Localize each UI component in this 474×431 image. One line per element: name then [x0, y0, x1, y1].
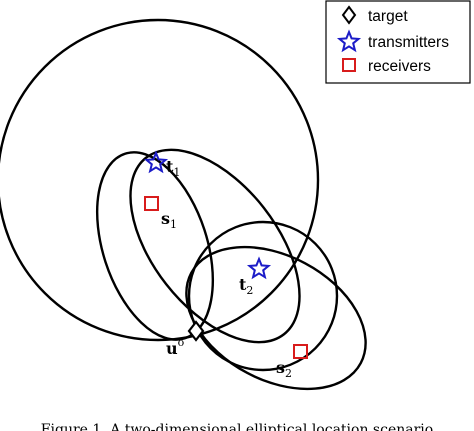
transmitter-t1-star-icon — [143, 150, 169, 174]
label-s2: s2 — [276, 358, 292, 380]
legend-label-receivers: receivers — [368, 58, 431, 75]
receiver-s1-square-icon — [144, 196, 159, 211]
label-t1: t1 — [166, 157, 180, 179]
legend: target transmitters receivers — [325, 0, 471, 84]
circle-small — [187, 220, 339, 372]
legend-label-target: target — [368, 8, 408, 25]
figure-caption: Figure 1. A two-dimensional elliptical l… — [41, 422, 433, 431]
ellipse-t1-s1 — [95, 151, 215, 341]
receiver-s2-square-icon — [293, 344, 308, 359]
label-t2: t2 — [239, 275, 253, 297]
location-ellipses — [0, 18, 367, 391]
target-diamond-icon — [187, 320, 205, 342]
transmitter-t2-star-icon — [246, 256, 272, 280]
ellipse-t2-s2 — [185, 245, 367, 391]
label-s1: s1 — [161, 209, 177, 231]
legend-star-icon — [336, 29, 362, 53]
legend-diamond-icon — [341, 5, 357, 25]
ellipse-t1-s2 — [129, 148, 301, 344]
label-uo: uo — [166, 336, 185, 358]
legend-label-transmitters: transmitters — [368, 34, 449, 51]
circle-large — [0, 18, 320, 342]
legend-square-icon — [342, 58, 356, 72]
